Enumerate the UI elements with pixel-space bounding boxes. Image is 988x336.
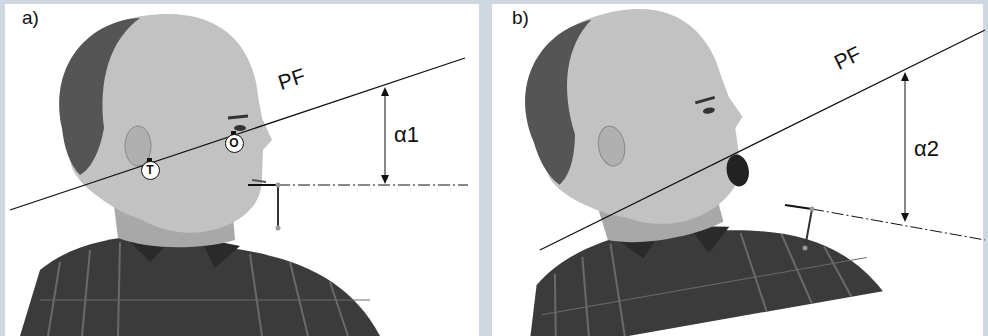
panel-letter: a) [22, 8, 39, 27]
panel-letter: b) [512, 8, 529, 27]
point-letter: T [146, 164, 153, 176]
point-letter: O [229, 137, 238, 149]
landmark-point: T [141, 161, 160, 180]
angle-label: α1 [394, 124, 419, 146]
angle-label: α2 [914, 138, 939, 160]
landmark-point: O [225, 134, 244, 153]
